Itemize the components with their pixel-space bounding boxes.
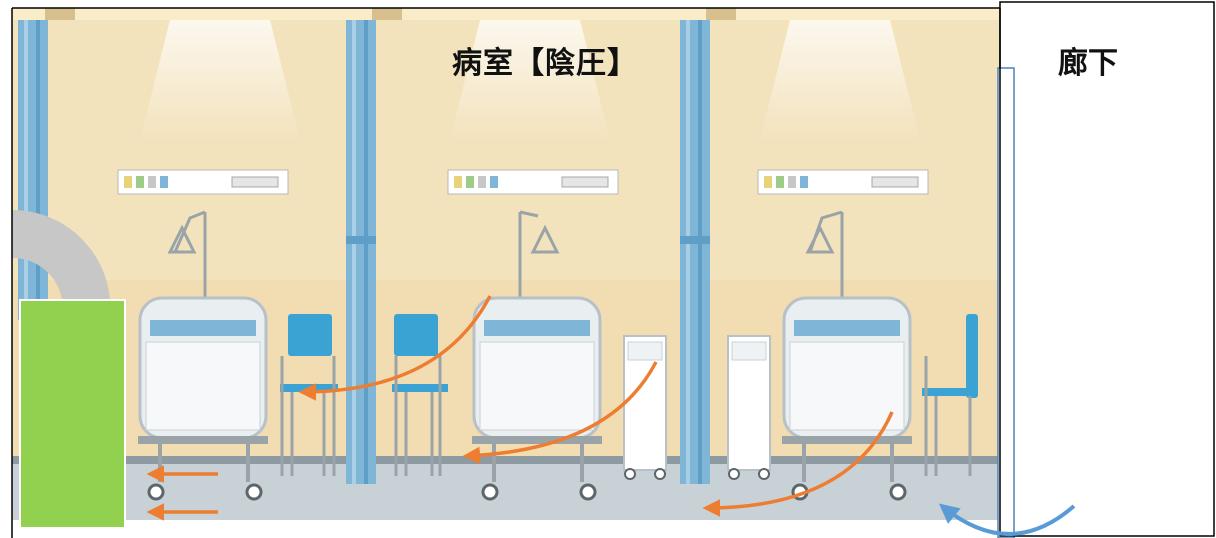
curtain bbox=[680, 20, 710, 484]
curtain bbox=[18, 20, 48, 320]
wall-panel bbox=[757, 169, 929, 195]
hospital-bed bbox=[138, 296, 268, 501]
bedside-cabinet bbox=[623, 335, 667, 480]
corridor-label: 廊下 bbox=[1058, 46, 1118, 81]
bedside-cabinet bbox=[727, 335, 771, 480]
iv-stand bbox=[167, 210, 207, 300]
iv-stand bbox=[518, 210, 560, 300]
airflow-arrow bbox=[702, 411, 894, 517]
ceiling-trim bbox=[12, 8, 1000, 20]
inflow-arrow bbox=[938, 503, 1076, 536]
wall-panel bbox=[117, 169, 289, 195]
frame-border bbox=[11, 1, 1215, 538]
wall-panel bbox=[447, 169, 619, 195]
chair bbox=[392, 314, 448, 476]
airflow-arrow bbox=[298, 295, 492, 401]
curtain bbox=[346, 20, 376, 484]
hospital-bed bbox=[782, 296, 912, 501]
exhaust-duct bbox=[12, 209, 110, 300]
iv-stand bbox=[805, 210, 844, 300]
hospital-bed bbox=[472, 296, 602, 501]
room-right-wall bbox=[997, 67, 1015, 538]
room-label: 病室【陰圧】 bbox=[452, 46, 638, 81]
air-purifier-unit bbox=[19, 299, 126, 529]
airflow-arrows bbox=[146, 295, 894, 521]
chair bbox=[922, 314, 978, 476]
airflow-arrow bbox=[462, 361, 658, 465]
